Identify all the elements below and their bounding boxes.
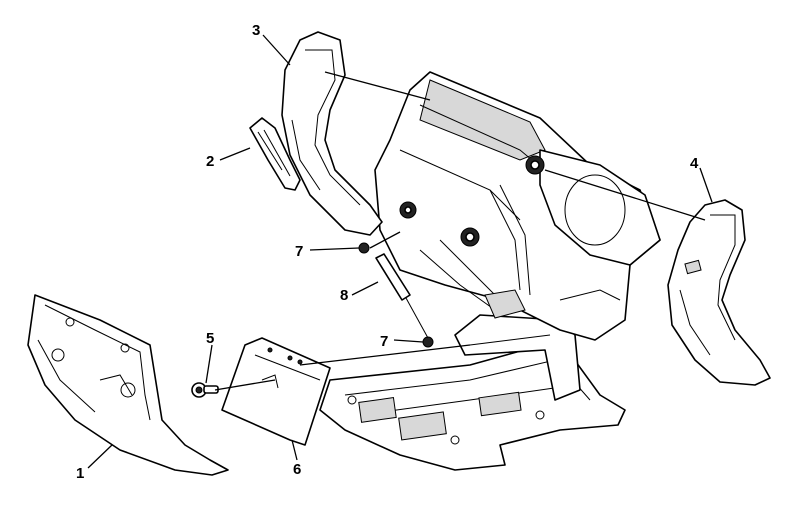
floor-base-plate [319,314,626,471]
callout-4: 4 [690,155,699,172]
center-front-trim-panel [221,337,331,446]
callout-8: 8 [340,287,348,304]
nut-lower [422,336,434,348]
callout-leaders [87,34,713,469]
callout-5: 5 [206,330,214,347]
grip-handle [249,117,301,191]
screw [191,382,219,398]
left-side-trim-panel [281,31,383,236]
strut-rod [375,253,429,339]
assembly-guide-lines [214,71,706,391]
callout-6: 6 [293,461,301,478]
callout-7-lower: 7 [380,333,388,350]
callout-7-upper: 7 [295,243,303,260]
right-side-trim-panel [667,199,771,386]
callout-2: 2 [206,153,214,170]
callout-1: 1 [76,465,84,482]
nut-upper [358,242,370,254]
lower-cover-panel [27,294,229,476]
console-housing-assembly [374,71,661,341]
callout-3: 3 [252,22,260,39]
